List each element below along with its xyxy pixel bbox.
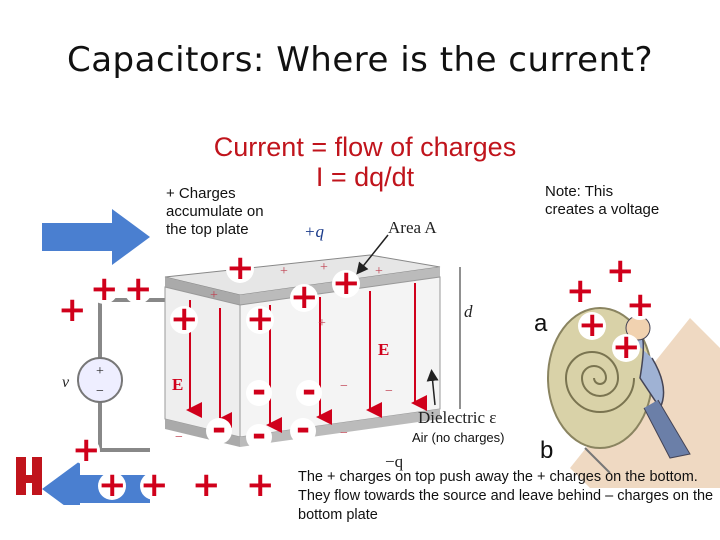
current-definition-line1: Current = flow of charges — [213, 132, 517, 162]
charge-plus: + — [246, 299, 275, 339]
charge-plus: + — [566, 271, 595, 311]
svg-text:+: + — [320, 260, 328, 275]
figure-legs — [643, 399, 691, 459]
university-logo-icon — [16, 457, 42, 495]
voltage-source-icon — [77, 357, 123, 403]
shell-spiral — [564, 351, 635, 413]
charge-minus: - — [206, 412, 232, 446]
charge-plus: + — [246, 465, 275, 505]
bottom-plate-side — [240, 409, 440, 447]
charge-plus: + — [58, 290, 87, 330]
svg-text:+: + — [375, 264, 383, 279]
current-definition: Current = flow of charges I = dq/dt — [180, 132, 550, 192]
dielectric-pointer — [426, 369, 439, 406]
dielectric-label: Dielectric ε — [418, 408, 496, 427]
charge-plus: + — [98, 465, 127, 505]
page-title: Capacitors: Where is the current? — [66, 40, 654, 80]
snail-illustration — [547, 307, 720, 488]
charge-minus: - — [290, 412, 316, 446]
charge-plus: + — [90, 269, 119, 309]
charge-minus: - — [246, 374, 272, 408]
svg-text:−: − — [340, 426, 348, 441]
area-pointer — [356, 234, 389, 275]
explanation-text: The + charges on top push away the + cha… — [298, 469, 714, 523]
left-note: + Charges accumulate on the top plate — [166, 185, 264, 238]
charge-minus: - — [296, 374, 322, 408]
capacitor-diagram: + − v E E d +q Area A −q Dielectric ε ++… — [42, 209, 496, 505]
voltage-label: v — [62, 374, 70, 391]
current-formula: I = dq/dt — [315, 162, 415, 192]
svg-text:−: − — [385, 384, 393, 399]
point-b-label: b — [540, 437, 554, 464]
charge-plus: + — [606, 251, 635, 291]
right-note: Note: This creates a voltage — [545, 183, 660, 218]
charge-plus: + — [226, 248, 255, 288]
air-label: Air (no charges) — [412, 430, 505, 445]
field-label-front: E — [172, 375, 183, 394]
area-label: Area A — [388, 218, 437, 237]
charge-plus: + — [170, 299, 199, 339]
source-plus: + — [96, 364, 104, 379]
snail-body — [584, 447, 611, 474]
charge-plus: + — [140, 465, 169, 505]
svg-text:−: − — [340, 379, 348, 394]
charge-plus: + — [626, 285, 655, 325]
separation-label: d — [464, 302, 473, 321]
wire — [98, 300, 150, 452]
arrow-right-icon — [42, 209, 150, 265]
svg-text:+: + — [280, 264, 288, 279]
plus-q-label: +q — [304, 222, 324, 241]
charge-plus: + — [612, 327, 641, 367]
charge-plus: + — [290, 277, 319, 317]
charge-minus: - — [246, 418, 272, 452]
top-plate-front — [165, 277, 240, 305]
field-label-side: E — [378, 340, 389, 359]
source-minus: − — [96, 384, 104, 399]
charge-plus: + — [332, 263, 361, 303]
point-a-label: a — [534, 310, 548, 337]
charge-plus: + — [192, 465, 221, 505]
svg-text:−: − — [175, 430, 183, 445]
charge-plus: + — [124, 269, 153, 309]
charge-plus: + — [72, 430, 101, 470]
svg-text:+: + — [318, 316, 326, 331]
minus-q-label: −q — [385, 452, 404, 471]
charge-plus: + — [578, 305, 607, 345]
plate-charge-marks: +++++ −−−− — [175, 260, 393, 445]
svg-text:+: + — [210, 288, 218, 303]
